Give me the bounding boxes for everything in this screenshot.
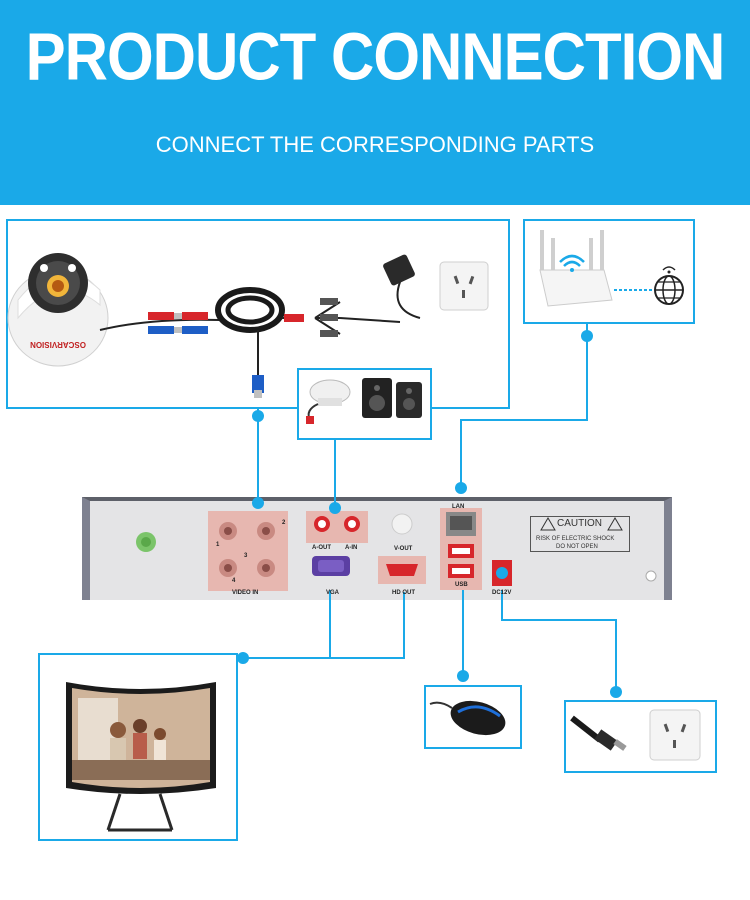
audio-out-label: A-OUT	[312, 545, 331, 551]
router	[539, 230, 613, 307]
camera-brand-logo: OSCARVISION	[30, 340, 86, 349]
video-channel-1: 1	[216, 542, 220, 548]
caution-sticker	[530, 516, 630, 552]
page-title: PRODUCT CONNECTION	[25, 18, 726, 95]
video-channel-3: 3	[244, 553, 248, 559]
wifi-icon	[559, 254, 585, 272]
lan-label: LAN	[452, 504, 465, 510]
dc-label: DC12V	[492, 590, 512, 596]
wall-socket-bottom	[649, 709, 701, 761]
panel-screw	[645, 570, 657, 582]
bnc-cable	[99, 312, 221, 334]
audio-in-label: A-IN	[345, 545, 358, 551]
video-channel-4: 4	[232, 578, 236, 584]
power-adapter	[383, 254, 421, 319]
ground-screw	[136, 532, 156, 552]
caution-line-1: RISK OF ELECTRIC SHOCK	[536, 536, 615, 542]
vga-label: VGA	[326, 590, 340, 596]
speakers	[362, 378, 422, 418]
connection-dots	[237, 330, 622, 698]
wall-socket-top	[439, 261, 489, 311]
page-subtitle: CONNECT THE CORRESPONDING PARTS	[155, 132, 595, 157]
header-banner: PRODUCT CONNECTION CONNECT THE CORRESPON…	[0, 0, 750, 205]
mouse-box	[424, 685, 522, 749]
caution-icon	[540, 517, 623, 531]
video-channel-2: 2	[282, 520, 286, 526]
hdmi-label: HD OUT	[392, 590, 415, 596]
mouse	[429, 700, 506, 736]
connection-lines	[238, 324, 617, 692]
video-out-port	[391, 513, 413, 535]
vga-port	[312, 556, 350, 576]
monitor	[66, 682, 216, 832]
dc-cable	[570, 715, 627, 751]
video-in-ports	[208, 511, 288, 591]
dome-camera	[7, 253, 109, 367]
audio-ports	[306, 511, 368, 543]
hdmi-port	[378, 556, 426, 584]
caution-line-2: DO NOT OPEN	[556, 544, 598, 550]
video-in-label: VIDEO IN	[232, 590, 259, 596]
caution-title: CAUTION	[557, 518, 602, 529]
usb-ports	[448, 544, 474, 578]
cable-coil	[215, 287, 285, 398]
video-out-label: V-OUT	[394, 546, 413, 552]
cable-splitter	[282, 298, 401, 337]
usb-label: USB	[455, 582, 468, 588]
globe-icon	[654, 266, 684, 305]
microphone	[306, 379, 351, 424]
dvr-back-panel	[82, 497, 672, 600]
